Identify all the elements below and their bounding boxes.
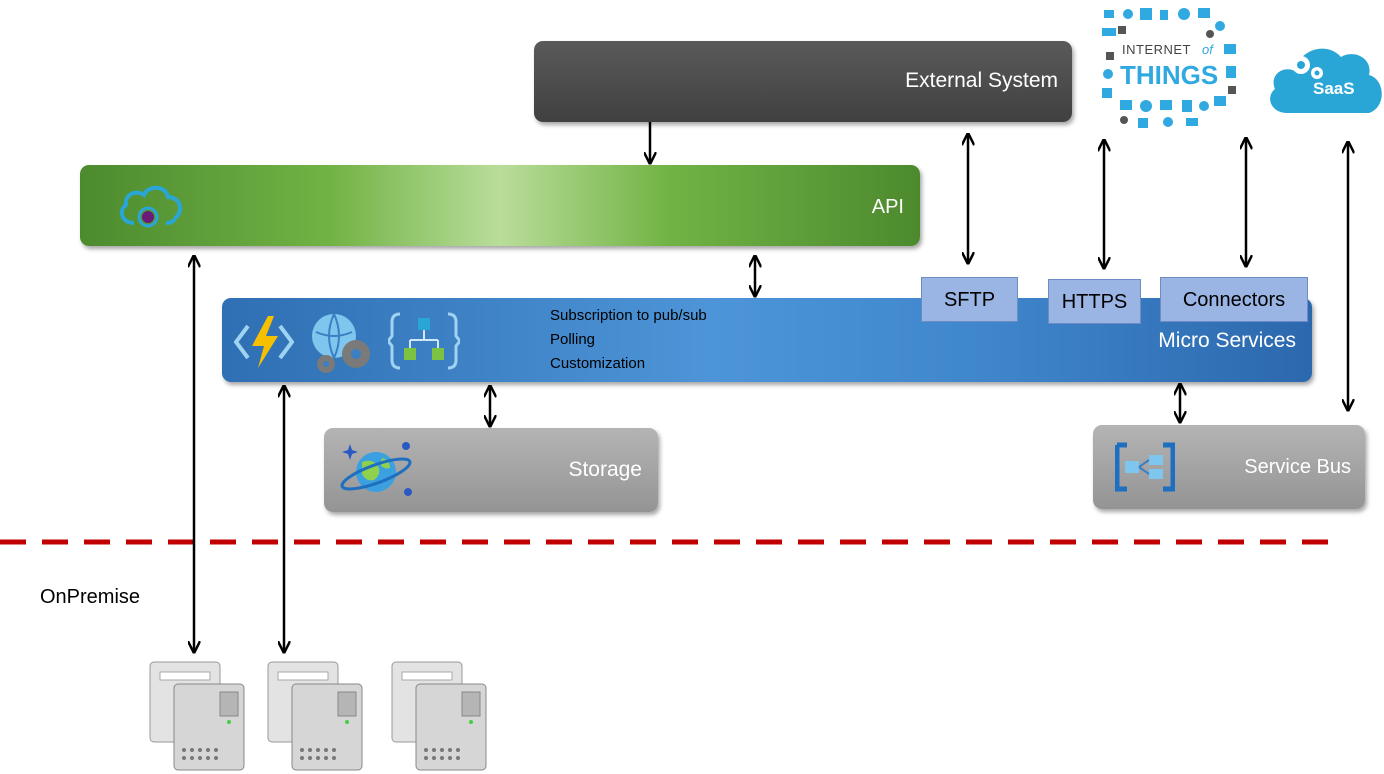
storage-label: Storage (568, 458, 642, 481)
external-system-box: External System (534, 41, 1072, 122)
sftp-box: SFTP (921, 277, 1018, 322)
api-label: API (871, 196, 904, 218)
azure-function-icon (234, 316, 294, 368)
iot-pictogram-icon (1102, 8, 1236, 128)
service-bus-box: Service Bus (1093, 425, 1365, 509)
ms-note-polling: Polling (550, 331, 596, 348)
saas-logo: SaaS (1265, 35, 1384, 117)
server-icon-2 (267, 661, 363, 771)
saas-cloud-icon (1270, 48, 1382, 113)
onpremise-label: OnPremise (40, 586, 141, 608)
iot-line1: INTERNET (1122, 42, 1191, 57)
storage-box: Storage (324, 428, 658, 512)
cloud-api-icon (119, 185, 183, 228)
https-box: HTTPS (1048, 279, 1141, 324)
cosmos-db-icon (340, 442, 412, 496)
web-app-gear-icon (312, 313, 370, 373)
saas-label: SaaS (1313, 79, 1355, 98)
connectors-box: Connectors (1160, 277, 1308, 322)
iot-of: of (1202, 42, 1213, 57)
iot-logo: INTERNET of THINGS (1098, 4, 1246, 132)
service-bus-label: Service Bus (1244, 456, 1351, 478)
server-icon-3 (391, 661, 487, 771)
api-box: API (80, 165, 920, 246)
ms-note-subscription: Subscription to pub/sub (550, 307, 707, 324)
iot-line2: THINGS (1120, 60, 1219, 90)
external-system-label: External System (905, 69, 1058, 92)
logic-app-icon (388, 312, 460, 370)
server-icon-1 (149, 661, 245, 771)
service-bus-icon (1115, 442, 1175, 492)
ms-note-customization: Customization (550, 355, 646, 372)
micro-services-label: Micro Services (1158, 329, 1296, 352)
